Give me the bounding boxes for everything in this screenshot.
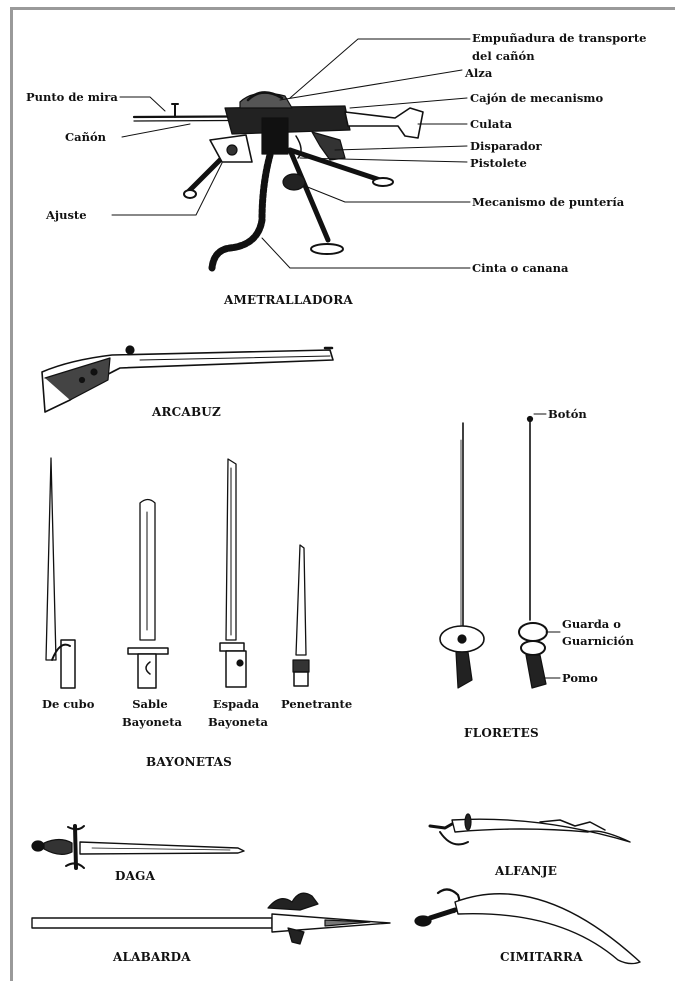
label-sable-line1: Sable: [122, 697, 178, 711]
label-ajuste: Ajuste: [46, 208, 87, 222]
label-pistolete: Pistolete: [470, 156, 527, 170]
bayonetas-drawing: [46, 458, 309, 688]
label-guarda-line2: Guarnición: [562, 634, 634, 648]
label-alza: Alza: [465, 66, 492, 80]
caption-alfanje: ALFANJE: [495, 864, 557, 878]
caption-alabarda: ALABARDA: [113, 950, 191, 964]
caption-floretes: FLORETES: [464, 726, 539, 740]
label-de-cubo: De cubo: [42, 697, 94, 711]
label-pomo: Pomo: [562, 671, 598, 685]
caption-ametralladora: AMETRALLADORA: [224, 293, 353, 307]
label-canon: Cañón: [65, 130, 106, 144]
label-espada-line2: Bayoneta: [208, 715, 264, 729]
alfanje-drawing: [430, 814, 630, 844]
label-mecanismo-de-punteria: Mecanismo de puntería: [472, 195, 624, 209]
label-cinta-o-canana: Cinta o canana: [472, 261, 568, 275]
label-espada-line1: Espada: [208, 697, 264, 711]
alabarda-drawing: [32, 893, 390, 944]
label-culata: Culata: [470, 117, 512, 131]
label-guarda-line1: Guarda o: [562, 617, 621, 631]
label-empunadura-line2: del cañón: [472, 49, 535, 63]
caption-cimitarra: CIMITARRA: [500, 950, 583, 964]
arcabuz-drawing: [42, 346, 333, 412]
label-sable-line2: Bayoneta: [122, 715, 178, 729]
caption-daga: DAGA: [115, 869, 155, 883]
label-punto-de-mira: Punto de mira: [26, 90, 118, 104]
label-disparador: Disparador: [470, 139, 542, 153]
daga-drawing: [32, 826, 244, 868]
label-penetrante: Penetrante: [281, 697, 352, 711]
floretes-drawing: [440, 414, 560, 688]
label-boton: Botón: [548, 407, 587, 421]
label-empunadura-line1: Empuñadura de transporte: [472, 31, 646, 45]
machine-gun-drawing: [134, 92, 423, 268]
label-cajon-de-mecanismo: Cajón de mecanismo: [470, 91, 603, 105]
caption-bayonetas: BAYONETAS: [146, 755, 232, 769]
caption-arcabuz: ARCABUZ: [152, 405, 221, 419]
